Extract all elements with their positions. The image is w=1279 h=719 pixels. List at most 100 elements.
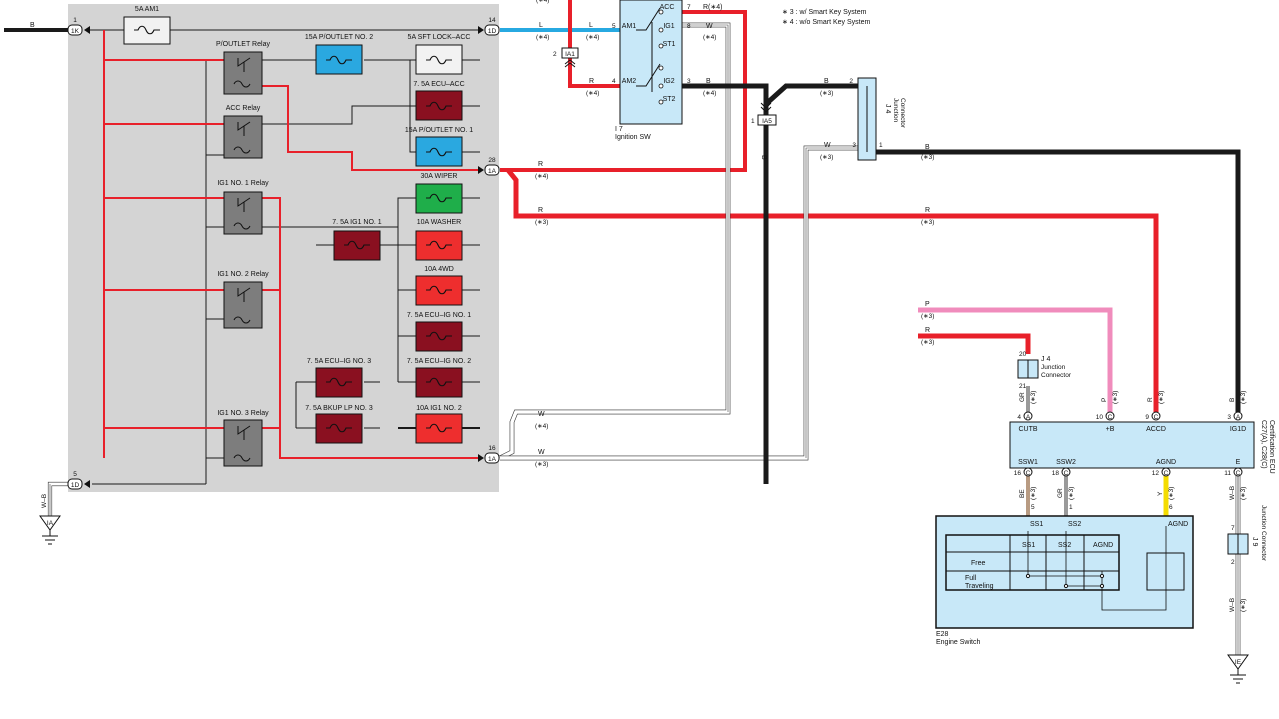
- connector-ia1: IA1 2: [553, 47, 579, 68]
- connector-28-pin: 28: [488, 157, 496, 164]
- wire-label-l1-s4: (∗4): [536, 34, 549, 41]
- fuse-ecuig3: 7. 5A ECU–IG NO. 3: [307, 358, 371, 398]
- j4-mid-name2: Connector: [1041, 372, 1072, 379]
- engine-switch-pin-5: 5: [1031, 504, 1035, 511]
- es-table-header-agnd: AGND: [1093, 542, 1113, 549]
- wire-label-b-ig1d2-s3: (∗3): [1240, 391, 1247, 404]
- engine-switch-label-agnd: AGND: [1168, 521, 1188, 528]
- ecu-top-pins: A 4 CUTB C 10 +B C 9 ACCD A 3 IG1D: [1017, 411, 1246, 433]
- connector-ia5: IA5 1: [751, 102, 777, 126]
- connector-1d-left: 1D 5: [67, 471, 90, 490]
- es-table-row-free: Free: [971, 560, 986, 567]
- ecu-pin-accd-conn: C: [1154, 414, 1159, 421]
- ig-sw-term-ig2: IG2: [663, 78, 674, 85]
- ig-sw-term-am2: AM2: [622, 78, 637, 85]
- ignition-switch-name: Ignition SW: [615, 134, 651, 141]
- j4-top-pin-2: 2: [849, 78, 853, 85]
- ecu-pin-accd-label: ACCD: [1146, 426, 1166, 433]
- j4-mid-name1: Junction: [1041, 364, 1066, 371]
- wire-label-be: BE: [1019, 489, 1026, 498]
- ecu-pin-ssw1-conn: C: [1026, 470, 1031, 477]
- wire-label-r-accd-s3: (∗3): [535, 219, 548, 226]
- j4-top-code: J 4: [884, 104, 891, 113]
- ig-sw-term-ig1: IG1: [663, 23, 674, 30]
- ig1-no2-relay-label: IG1 NO. 2 Relay: [217, 271, 269, 278]
- wire-label-b-vert: B: [760, 155, 767, 160]
- connector-28-id: 1A: [488, 168, 497, 175]
- ecu-pin-ig1d-conn: A: [1236, 414, 1241, 421]
- wire-label-r-accd: R: [538, 207, 543, 214]
- engine-switch-name: Engine Switch: [936, 639, 980, 646]
- acc-relay-label: ACC Relay: [226, 105, 261, 112]
- ecu-pin-accd-num: 9: [1145, 414, 1149, 421]
- es-table-header-ss1: SS1: [1022, 542, 1035, 549]
- connector-1d-left-id: 1D: [71, 482, 80, 489]
- connector-1d-left-pin: 5: [73, 471, 77, 478]
- engine-switch-code: E28: [936, 631, 949, 638]
- ignition-switch: I 7 Ignition SW ACC IG1 ST1 AM1 AM2 IG2 …: [553, 0, 777, 141]
- j4-mid-code: J 4: [1041, 356, 1050, 363]
- wire-label-r-accd2: R: [925, 207, 930, 214]
- wire-label-gr-ssw2-s3: (∗3): [1068, 487, 1075, 500]
- wire-label-w-ig1: W: [706, 23, 713, 30]
- ecu-pin-e-num: 11: [1224, 470, 1231, 477]
- wire-label-wb1-s3: (∗3): [1240, 487, 1247, 500]
- wire-label-r-am2-s4: (∗4): [586, 90, 599, 97]
- engine-switch: E28 Engine Switch 5 1 6 SS1 SS2 AGND SS1…: [935, 504, 1194, 646]
- wire-label-r-j4: R: [925, 327, 930, 334]
- wire-label-r-accd3: R: [1147, 397, 1154, 402]
- ecu-pin-cutb-label: CUTB: [1018, 426, 1037, 433]
- wire-label-w-s4: W: [538, 411, 545, 418]
- wire-label-w-s3-s3: (∗3): [535, 461, 548, 468]
- ig-sw-term-acc: ACC: [660, 4, 675, 11]
- wire-label-w-j4-s3: (∗3): [820, 154, 833, 161]
- wire-label-gr-cutb-s3: (∗3): [1030, 391, 1037, 404]
- ecu-pin-b-label: +B: [1106, 426, 1115, 433]
- ecu-pin-e-conn: C: [1236, 470, 1241, 477]
- es-table-header-ss2: SS2: [1058, 542, 1071, 549]
- wire-b-label: B: [30, 22, 35, 29]
- junction-connector-j4-mid: 20 21 J 4 Junction Connector: [1017, 351, 1072, 390]
- fuse-sftlock: 5A SFT LOCK–ACC: [408, 34, 470, 75]
- wire-label-r-am2: R: [589, 78, 594, 85]
- ground-ia: W–B IA: [39, 494, 61, 545]
- connector-28-1a: 1A 28: [478, 157, 500, 176]
- wire-label-r4: R(∗4): [703, 4, 722, 11]
- engine-switch-table: [945, 526, 1185, 611]
- wire-label-w-ig1-s4: (∗4): [703, 34, 716, 41]
- j9-name: Junction Connector: [1260, 505, 1267, 562]
- wire-label-b-ig2-s4: (∗4): [703, 90, 716, 97]
- wire-label-top-s4: (∗4): [536, 0, 549, 4]
- wire-label-wb2: W–B: [1229, 598, 1236, 612]
- ecu-pin-b-conn: C: [1108, 414, 1113, 421]
- fuse-ig1no1: 7. 5A IG1 NO. 1: [332, 219, 382, 261]
- ig-sw-pin-ig1: 8: [687, 23, 691, 30]
- fuse-wiper-label: 30A WIPER: [421, 173, 458, 180]
- wire-label-r-acc-s4: (∗4): [535, 173, 548, 180]
- wire-label-gr-cutb: GR: [1019, 392, 1026, 402]
- junction-connector-j4-top: 2 3 1 J 4 Junction Connector: [849, 77, 906, 161]
- wire-label-y: Y: [1157, 491, 1164, 496]
- ignition-switch-code: I 7: [615, 126, 623, 133]
- fuse-bkup: 7. 5A BKUP LP NO. 3: [305, 405, 373, 444]
- j4-mid-pin-21: 21: [1019, 383, 1027, 390]
- connector-16-1a: 1A 16: [478, 445, 500, 464]
- wire-label-b-ig1d-s3: (∗3): [921, 154, 934, 161]
- fuse-poutlet2: 15A P/OUTLET NO. 2: [305, 34, 373, 75]
- fuse-ig1no2: 10A IG1 NO. 2: [415, 405, 463, 444]
- j9-pin-7: 7: [1231, 525, 1235, 532]
- engine-switch-label-ss2: SS2: [1068, 521, 1081, 528]
- fuse-wiper: 30A WIPER: [415, 173, 463, 214]
- ecu-pin-agnd-num: 12: [1152, 470, 1160, 477]
- panel-connectors: B 1K 1 1D 5 1D 14 1A 28 1A 16: [30, 17, 500, 490]
- j4-top-name1: Junction: [892, 98, 899, 123]
- connector-14-1d: 1D 14: [478, 17, 500, 36]
- wire-label-l2: L: [589, 22, 593, 29]
- ecu-name: Certification ECU: [1268, 420, 1275, 474]
- engine-switch-pin-6: 6: [1169, 504, 1173, 511]
- wire-label-p: P: [925, 301, 930, 308]
- connector-14-id: 1D: [488, 28, 497, 35]
- wire-label-wb1: W–B: [1229, 486, 1236, 500]
- fuse-washer-label: 10A WASHER: [417, 219, 461, 226]
